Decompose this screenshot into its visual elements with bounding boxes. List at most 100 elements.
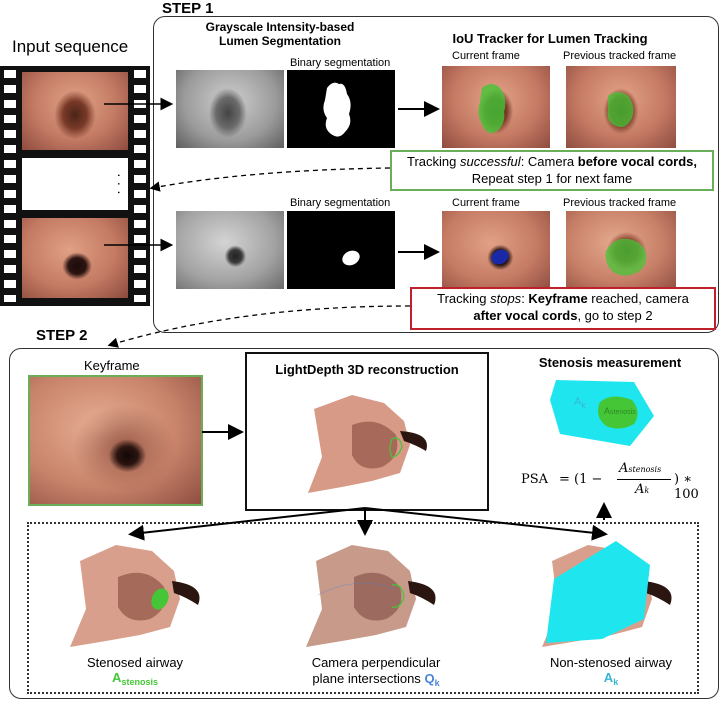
stenosis-shapes [550,380,654,446]
camera-sym: Q [424,671,435,686]
keyframe-image [28,375,203,506]
stenosed-mesh [70,545,200,647]
formula-suffix: ) ∗ 100 [674,472,699,502]
stop-note-line1: Tracking stops: Keyframe reached, camera [412,290,714,307]
blue-mask-current-bottom [491,249,509,265]
lightdepth-box [245,352,489,511]
formula-den-sub: k [644,486,650,495]
stop-note-mid: : [521,291,529,306]
formula-fraction-bar [617,479,671,480]
camera-label-line2: plane intersections Qk [276,671,476,691]
formula-den-symbol: A [635,482,645,497]
nonstenosed-sub: k [613,677,619,687]
current-frame-label-bottom: Current frame [452,197,520,209]
previous-frame-bottom [566,211,676,291]
success-note-italic: successful [459,154,521,169]
nonstenosed-label: Non-stenosed airway [549,655,673,670]
previous-frame-top [566,66,676,148]
lightdepth-reconstruction [292,385,442,497]
success-note: Tracking successful: Camera before vocal… [390,150,714,191]
stop-note-bold1: Keyframe [528,291,588,306]
stenosed-airway-image [60,535,210,650]
non-stenosed-mesh [542,541,672,647]
formula-num-sub: stenosis [628,465,662,474]
binary-blob-top [323,82,351,137]
binary-segmentation-top [287,70,395,148]
stenosis-title: Stenosis measurement [538,355,682,370]
nonstenosed-sym: A [603,670,614,685]
formula-rhs-prefix: = (1 − [559,472,603,487]
success-note-line1: Tracking successful: Camera before vocal… [392,153,712,170]
grayscale-frame-bottom [176,211,284,289]
camera-label-line1: Camera perpendicular [311,655,441,670]
stop-note-prefix: Tracking [437,291,491,306]
camera-label-block: Camera perpendicular plane intersections… [276,655,476,691]
green-mask-previous-top [607,92,634,127]
astenosis-plot-label: Astenosis [604,406,636,416]
green-mask-current-top [478,84,506,133]
astenosis-plot-symbol: A [604,406,611,416]
stop-note-bold2: after vocal cords [473,308,578,323]
film-sprockets-right [134,70,146,302]
arrow-lightdepth-to-nonstenosed [364,507,608,541]
film-dots: · · · [112,173,128,195]
formula-numerator: Astenosis [619,461,661,476]
stop-note: Tracking stops: Keyframe reached, camera… [410,287,716,330]
grayscale-title: Grayscale Intensity-based Lumen Segmenta… [180,20,380,48]
stenosed-sub: stenosis [121,677,158,687]
step1-panel [153,16,719,333]
current-frame-top [442,66,550,148]
stenosed-sym: A [112,670,122,685]
stenosed-label: Stenosed airway [86,655,184,670]
success-note-mid: : Camera [520,154,578,169]
stenosed-symbol: Astenosis [40,670,230,687]
arrow-lightdepth-to-stenosed [128,507,366,541]
input-sequence-label: Input sequence [12,37,129,56]
current-frame-label-top: Current frame [452,50,520,62]
camera-mesh [306,545,436,647]
grayscale-title-line2: Lumen Segmentation [218,34,341,48]
psa-formula: PSA = (1 − Astenosis Ak ) ∗ 100 [519,460,714,502]
nonstenosed-symbol: Ak [516,670,706,687]
keyframe-label: Keyframe [84,358,140,373]
step1-title: STEP 1 [162,0,214,17]
stop-note-italic: stops [490,291,522,306]
arrow-stop-to-step2 [107,305,411,348]
stop-note-suffix: , go to step 2 [577,308,653,323]
formula-lhs: PSA [521,472,549,487]
previous-frame-label-bottom: Previous tracked frame [563,197,677,209]
binary-blob-bottom [342,250,360,266]
previous-frame-label-top: Previous tracked frame [563,50,677,62]
stenosed-label-block: Stenosed airway Astenosis [40,655,230,687]
grayscale-frame-top [176,70,284,148]
camera-symbol: Qk [424,671,440,688]
stop-note-line2: after vocal cords, go to step 2 [412,307,714,324]
stenosis-plot: Ak Astenosis [542,376,672,456]
lightdepth-mesh [308,395,427,493]
step2-panel [9,348,719,699]
binary-label-bottom: Binary segmentation [290,197,391,209]
film-frame-1 [22,72,128,150]
ak-plot-symbol: A [574,396,582,408]
film-strip: · · · [0,66,150,306]
success-note-bold: before vocal cords, [577,154,697,169]
step2-title: STEP 2 [36,327,88,344]
success-note-prefix: Tracking [407,154,460,169]
ak-plot-label: Ak [574,396,586,410]
binary-segmentation-bottom [287,211,395,289]
camera-intersections-image [296,535,446,650]
green-mask-previous-bottom [605,238,647,276]
formula-num-symbol: A [619,461,629,476]
camera-sub: k [434,678,440,688]
film-frame-2 [22,218,128,298]
binary-label-top: Binary segmentation [290,57,391,69]
film-sprockets-left [4,70,16,302]
success-note-line2: Repeat step 1 for next fame [471,171,633,186]
ak-plot-sub: k [581,400,586,410]
formula-denominator: Ak [635,482,649,497]
non-stenosed-airway-image [532,535,692,650]
grayscale-title-line1: Grayscale Intensity-based [205,20,355,34]
film-frame-blank: · · · [22,158,128,210]
astenosis-plot-sub: stenosis [610,409,636,416]
